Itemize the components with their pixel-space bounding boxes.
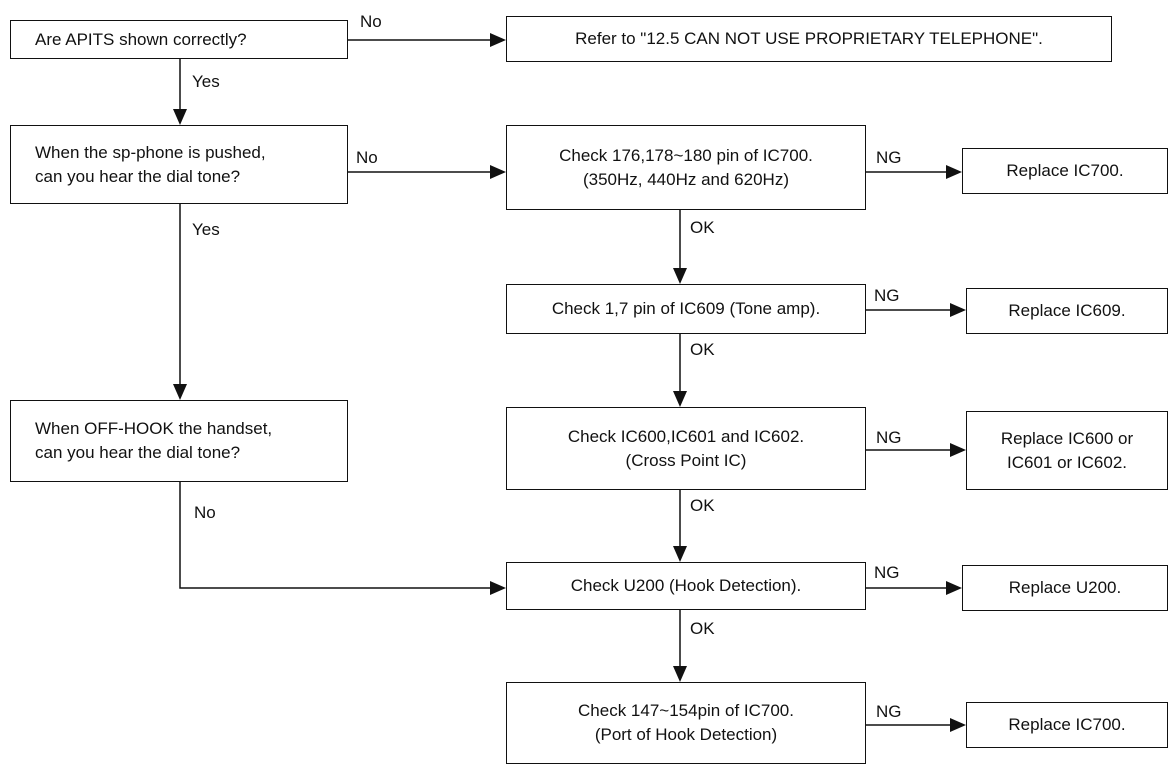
action-refer-12-5: Refer to "12.5 CAN NOT USE PROPRIETARY T… <box>506 16 1112 62</box>
arrowhead <box>673 546 687 562</box>
arrowhead <box>173 384 187 400</box>
edge-label-cross-ok: OK <box>690 496 715 515</box>
arrowhead <box>950 718 966 732</box>
edge-label-tone-ok: OK <box>690 218 715 237</box>
edge-label-apits-no: No <box>360 12 382 31</box>
arrowhead <box>673 666 687 682</box>
box-text-line: Refer to "12.5 CAN NOT USE PROPRIETARY T… <box>575 29 1043 48</box>
replace-ic700-hook: Replace IC700. <box>966 702 1168 748</box>
box-text-line: (Cross Point IC) <box>625 450 747 470</box>
box-text-line: Are APITS shown correctly? <box>35 29 247 49</box>
question-off-hook-dial-tone: When OFF-HOOK the handset, can you hear t… <box>10 400 348 482</box>
edge-label-u200-ok: OK <box>690 619 715 638</box>
edge-label-hook-ng: NG <box>876 702 902 721</box>
replace-u200: Replace U200. <box>962 565 1168 611</box>
check-ic700-tone-pins: Check 176,178~180 pin of IC700. (350Hz, 4… <box>506 125 866 210</box>
edge-label-cross-ng: NG <box>876 428 902 447</box>
replace-ic609: Replace IC609. <box>966 288 1168 334</box>
check-ic700-hook-port: Check 147~154pin of IC700. (Port of Hook … <box>506 682 866 764</box>
edge-label-sp-phone-yes: Yes <box>192 220 220 239</box>
edge-label-ic609-ng: NG <box>874 286 900 305</box>
box-text-line: Replace U200. <box>1008 578 1122 597</box>
box-text-line: Check IC600,IC601 and IC602. <box>567 426 805 446</box>
box-text-line: When OFF-HOOK the handset, <box>35 419 273 438</box>
arrowhead <box>490 581 506 595</box>
replace-ic600-ic601-ic602: Replace IC600 or IC601 or IC602. <box>966 411 1168 490</box>
edge-label-sp-phone-no: No <box>356 148 378 167</box>
box-text-line: (350Hz, 440Hz and 620Hz) <box>582 169 789 189</box>
question-apits-shown: Are APITS shown correctly? <box>10 20 348 59</box>
edge-label-tone-ng: NG <box>876 148 902 167</box>
check-ic609-tone-amp: Check 1,7 pin of IC609 (Tone amp). <box>506 284 866 334</box>
edge-label-ic609-ok: OK <box>690 340 715 359</box>
box-text-line: Check 176,178~180 pin of IC700. <box>559 145 813 165</box>
box-text-line: Check 1,7 pin of IC609 (Tone amp). <box>551 299 821 318</box>
box-text-line: Replace IC700. <box>1008 715 1126 734</box>
arrowhead <box>673 391 687 407</box>
box-text-line: (Port of Hook Detection) <box>594 725 778 744</box>
arrow-off-hook-no-to-u200 <box>179 482 490 589</box>
box-text-line: Replace IC609. <box>1008 301 1126 320</box>
box-text-line: When the sp-phone is pushed, <box>35 142 266 162</box>
edge-label-apits-yes: Yes <box>192 72 220 91</box>
arrowhead <box>490 33 506 47</box>
box-text-line: Replace IC700. <box>1006 161 1124 180</box>
arrowhead <box>173 109 187 125</box>
edge-label-off-hook-no: No <box>194 503 216 522</box>
box-text-line: Replace IC600 or <box>1000 428 1134 448</box>
box-text-line: Check U200 (Hook Detection). <box>570 576 802 595</box>
question-sp-phone-dial-tone: When the sp-phone is pushed, can you hear… <box>10 125 348 204</box>
box-text-line: can you hear the dial tone? <box>35 443 241 462</box>
check-cross-point-ic: Check IC600,IC601 and IC602. (Cross Point… <box>506 407 866 490</box>
arrowhead <box>673 268 687 284</box>
arrowhead <box>490 165 506 179</box>
arrowhead <box>950 303 966 317</box>
arrowhead <box>950 443 966 457</box>
replace-ic700-tone: Replace IC700. <box>962 148 1168 194</box>
arrowhead <box>946 581 962 595</box>
box-text-line: IC601 or IC602. <box>1006 452 1127 472</box>
edge-label-u200-ng: NG <box>874 563 900 582</box>
box-text-line: Check 147~154pin of IC700. <box>578 701 794 720</box>
arrowhead <box>946 165 962 179</box>
check-u200-hook-detection: Check U200 (Hook Detection). <box>506 562 866 610</box>
box-text-line: can you hear the dial tone? <box>35 166 241 186</box>
